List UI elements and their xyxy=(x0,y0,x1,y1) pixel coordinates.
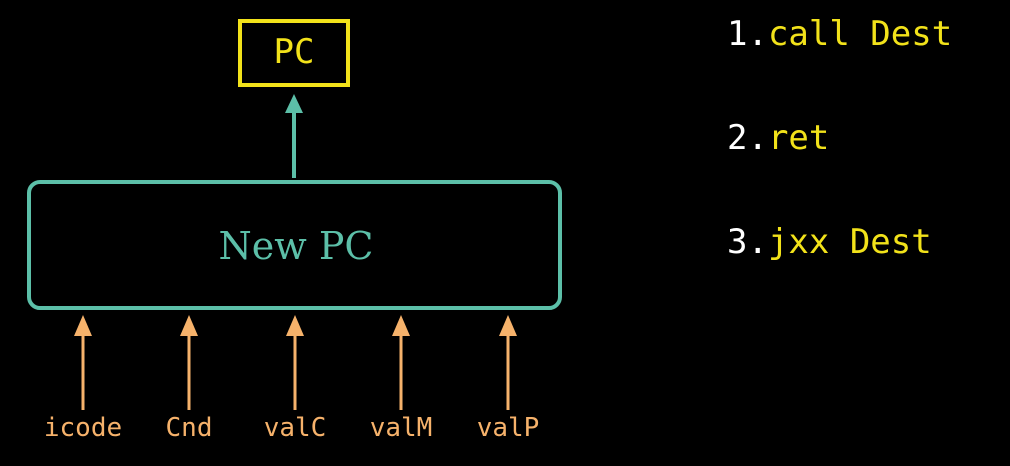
input-signal: valM xyxy=(370,315,433,443)
instruction-text: call Dest xyxy=(768,14,952,54)
input-arrow-head xyxy=(286,315,304,336)
instruction-list: 1.call Dest 2.ret 3.jxx Dest xyxy=(727,14,952,262)
pc-box: PC xyxy=(238,19,350,87)
input-signals: icode Cnd valC valM valP xyxy=(44,315,539,443)
new-pc-box: New PC xyxy=(27,180,562,310)
new-pc-to-pc-arrow-head xyxy=(285,94,303,113)
input-arrow-head xyxy=(499,315,517,336)
instruction-text: jxx Dest xyxy=(768,222,932,262)
new-pc-to-pc-arrow xyxy=(285,94,303,178)
input-arrow-head xyxy=(392,315,410,336)
input-arrow-head xyxy=(74,315,92,336)
input-label: valP xyxy=(477,413,540,443)
input-signal: valC xyxy=(264,315,327,443)
input-label: icode xyxy=(44,413,122,443)
instruction-text: ret xyxy=(768,118,829,158)
instruction-item-1: 1.call Dest xyxy=(727,14,952,54)
pc-box-frame xyxy=(238,19,350,87)
instruction-item-3: 3.jxx Dest xyxy=(727,222,932,262)
input-signal: Cnd xyxy=(166,315,213,443)
input-label: valC xyxy=(264,413,327,443)
instruction-number: 2. xyxy=(727,118,768,158)
instruction-item-2: 2.ret xyxy=(727,118,829,158)
instruction-number: 1. xyxy=(727,14,768,54)
pc-box-label: PC xyxy=(274,32,315,72)
instruction-number: 3. xyxy=(727,222,768,262)
input-label: valM xyxy=(370,413,433,443)
input-signal: valP xyxy=(477,315,540,443)
input-signal: icode xyxy=(44,315,122,443)
new-pc-box-frame xyxy=(27,180,562,310)
new-pc-box-label: New PC xyxy=(219,224,374,268)
input-arrow-head xyxy=(180,315,198,336)
input-label: Cnd xyxy=(166,413,213,443)
